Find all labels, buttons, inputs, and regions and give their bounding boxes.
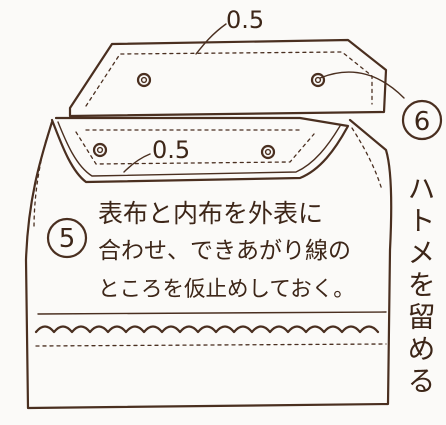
step5-number: 5: [59, 224, 76, 254]
measure-front-label: 0.5: [152, 136, 190, 164]
bag-body-left-stitch: [33, 139, 47, 229]
step6-leader: [319, 71, 405, 99]
step5-text-line1: 表布と内布を外表に: [98, 199, 323, 228]
front-flap-outline: [50, 116, 350, 184]
step5-text-line3: ところを仮止めしておく。: [98, 277, 355, 302]
eyelet-front-right: [260, 144, 276, 160]
eyelet-front-right-hole: [264, 148, 272, 156]
front-flap-stitch-line: [75, 131, 315, 165]
side-gusset-line: [351, 127, 383, 191]
eyelet-back-right-hole: [314, 76, 322, 84]
measure-top-leader: [195, 23, 227, 55]
eyelet-front-left: [92, 142, 108, 158]
lace-trim-scallops: [34, 325, 380, 334]
back-flap-stitch-line: [85, 51, 373, 107]
eyelet-back-left-hole: [140, 76, 148, 84]
front-flap-lining-edge: [57, 121, 341, 177]
lace-trim-bottom-stitch: [35, 343, 387, 347]
back-flap-outline: [68, 38, 388, 118]
eyelet-back-left: [136, 72, 152, 88]
measure-top-label: 0.5: [226, 6, 264, 34]
eyelet-front-left-hole: [96, 146, 104, 154]
step6-number: 6: [414, 107, 431, 137]
measure-front-leader: [123, 153, 151, 173]
step6-circle: [401, 99, 443, 141]
eyelet-back-right: [310, 72, 326, 88]
step5-circle: [46, 217, 88, 259]
step6-text: ハトメを留める: [404, 174, 437, 398]
bag-body-outline: [24, 118, 393, 410]
step5-text-line2: 合わせ、できあがり線の: [98, 238, 351, 264]
lace-trim-top-edge: [37, 311, 387, 315]
